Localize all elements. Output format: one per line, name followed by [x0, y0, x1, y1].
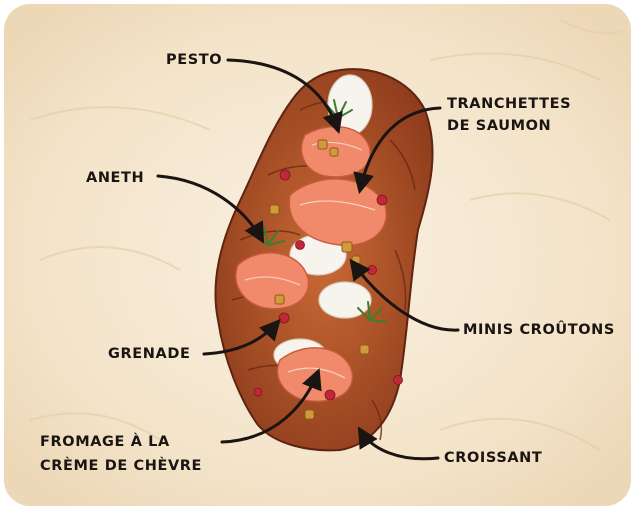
label-aneth: ANETH	[86, 170, 144, 186]
label-fromage-line1: FROMAGE À LA	[40, 433, 170, 450]
label-pesto: PESTO	[166, 52, 222, 68]
label-tranchettes-line2: DE SAUMON	[447, 118, 551, 134]
label-fromage-line2: CRÈME DE CHÈVRE	[40, 457, 202, 474]
label-tranchettes-line1: TRANCHETTES	[447, 96, 571, 112]
label-grenade: GRENADE	[108, 346, 190, 362]
label-croutons: MINIS CROÛTONS	[463, 320, 615, 338]
label-croissant: CROISSANT	[444, 450, 542, 466]
